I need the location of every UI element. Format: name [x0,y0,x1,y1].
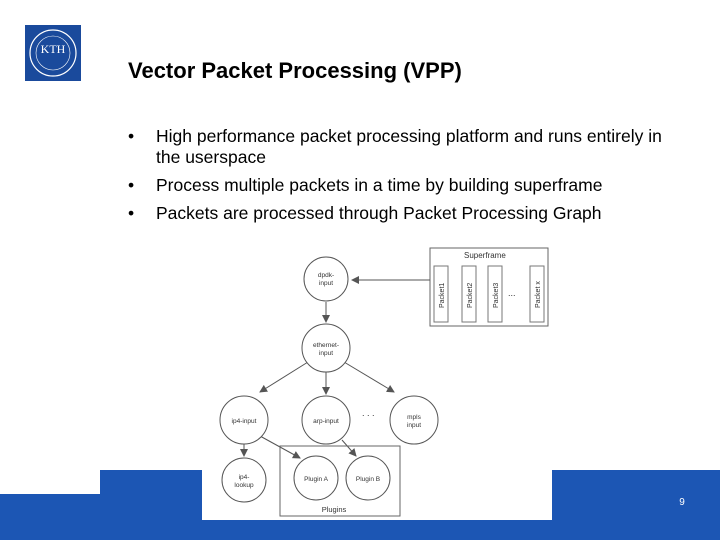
node-plugin-a [293,455,339,501]
page-number: 9 [679,497,685,508]
node-ethernet-input [301,323,351,373]
bullet-text: Packets are processed through Packet Pro… [156,203,602,223]
packet-label: Packet1 [439,283,446,308]
node-arp-input [301,395,351,445]
node-dpdk-label: input [319,280,333,287]
node-ip4-lookup-label: lookup [234,482,254,489]
node-dpdk-label: dpdk- [318,272,334,279]
packet-label: Packet2 [467,283,474,308]
node-ip4-input [219,395,269,445]
node-ip4-label: ip4-input [232,418,257,425]
bullet-item: • Packets are processed through Packet P… [128,203,688,224]
graph-edge [259,361,309,393]
packet-label: Packet3 [493,283,500,308]
node-ellipsis: . . . [362,408,375,418]
packet-processing-graph: Superframe Packet1 Packet2 Packet3 Packe… [202,244,552,520]
plugins-box [279,445,401,517]
bullet-item: • Process multiple packets in a time by … [128,175,688,196]
graph-edge [341,439,357,457]
node-plugin-b [345,455,391,501]
node-plugin-b-label: Plugin B [356,476,380,483]
node-mpls-label: input [407,422,421,429]
node-ethernet-label: ethernet- [313,342,339,349]
bullet-marker: • [128,126,135,146]
node-mpls-label: mpls [407,414,421,421]
footer-tab [0,470,100,494]
node-ip4-lookup [221,457,267,503]
packet-slot [433,265,449,323]
node-ip4-lookup-label: ip4- [239,474,250,481]
bullet-item: • High performance packet processing pla… [128,126,688,168]
node-ethernet-label: input [319,350,333,357]
superframe-label: Superframe [464,251,506,260]
bullet-text: Process multiple packets in a time by bu… [156,175,603,195]
node-dpdk-input [303,256,349,302]
bullet-marker: • [128,203,135,223]
bullet-list: • High performance packet processing pla… [128,126,688,231]
node-plugin-a-label: Plugin A [304,476,329,483]
packet-slot [529,265,545,323]
packet-ellipsis: ... [508,288,516,298]
kth-logo: KTH [25,25,81,81]
graph-edge [343,361,395,393]
packet-slot [487,265,503,323]
bullet-text: High performance packet processing platf… [156,126,662,167]
kth-logo-text: KTH [40,42,66,56]
node-mpls-input [389,395,439,445]
slide-title: Vector Packet Processing (VPP) [128,58,462,83]
bullet-marker: • [128,175,135,195]
packet-slot [461,265,477,323]
superframe-box [429,247,549,327]
node-arp-label: arp-input [313,418,339,425]
packet-label: Packet x [535,281,542,308]
plugins-label: Plugins [322,505,347,514]
kth-logo-emblem [29,29,77,77]
